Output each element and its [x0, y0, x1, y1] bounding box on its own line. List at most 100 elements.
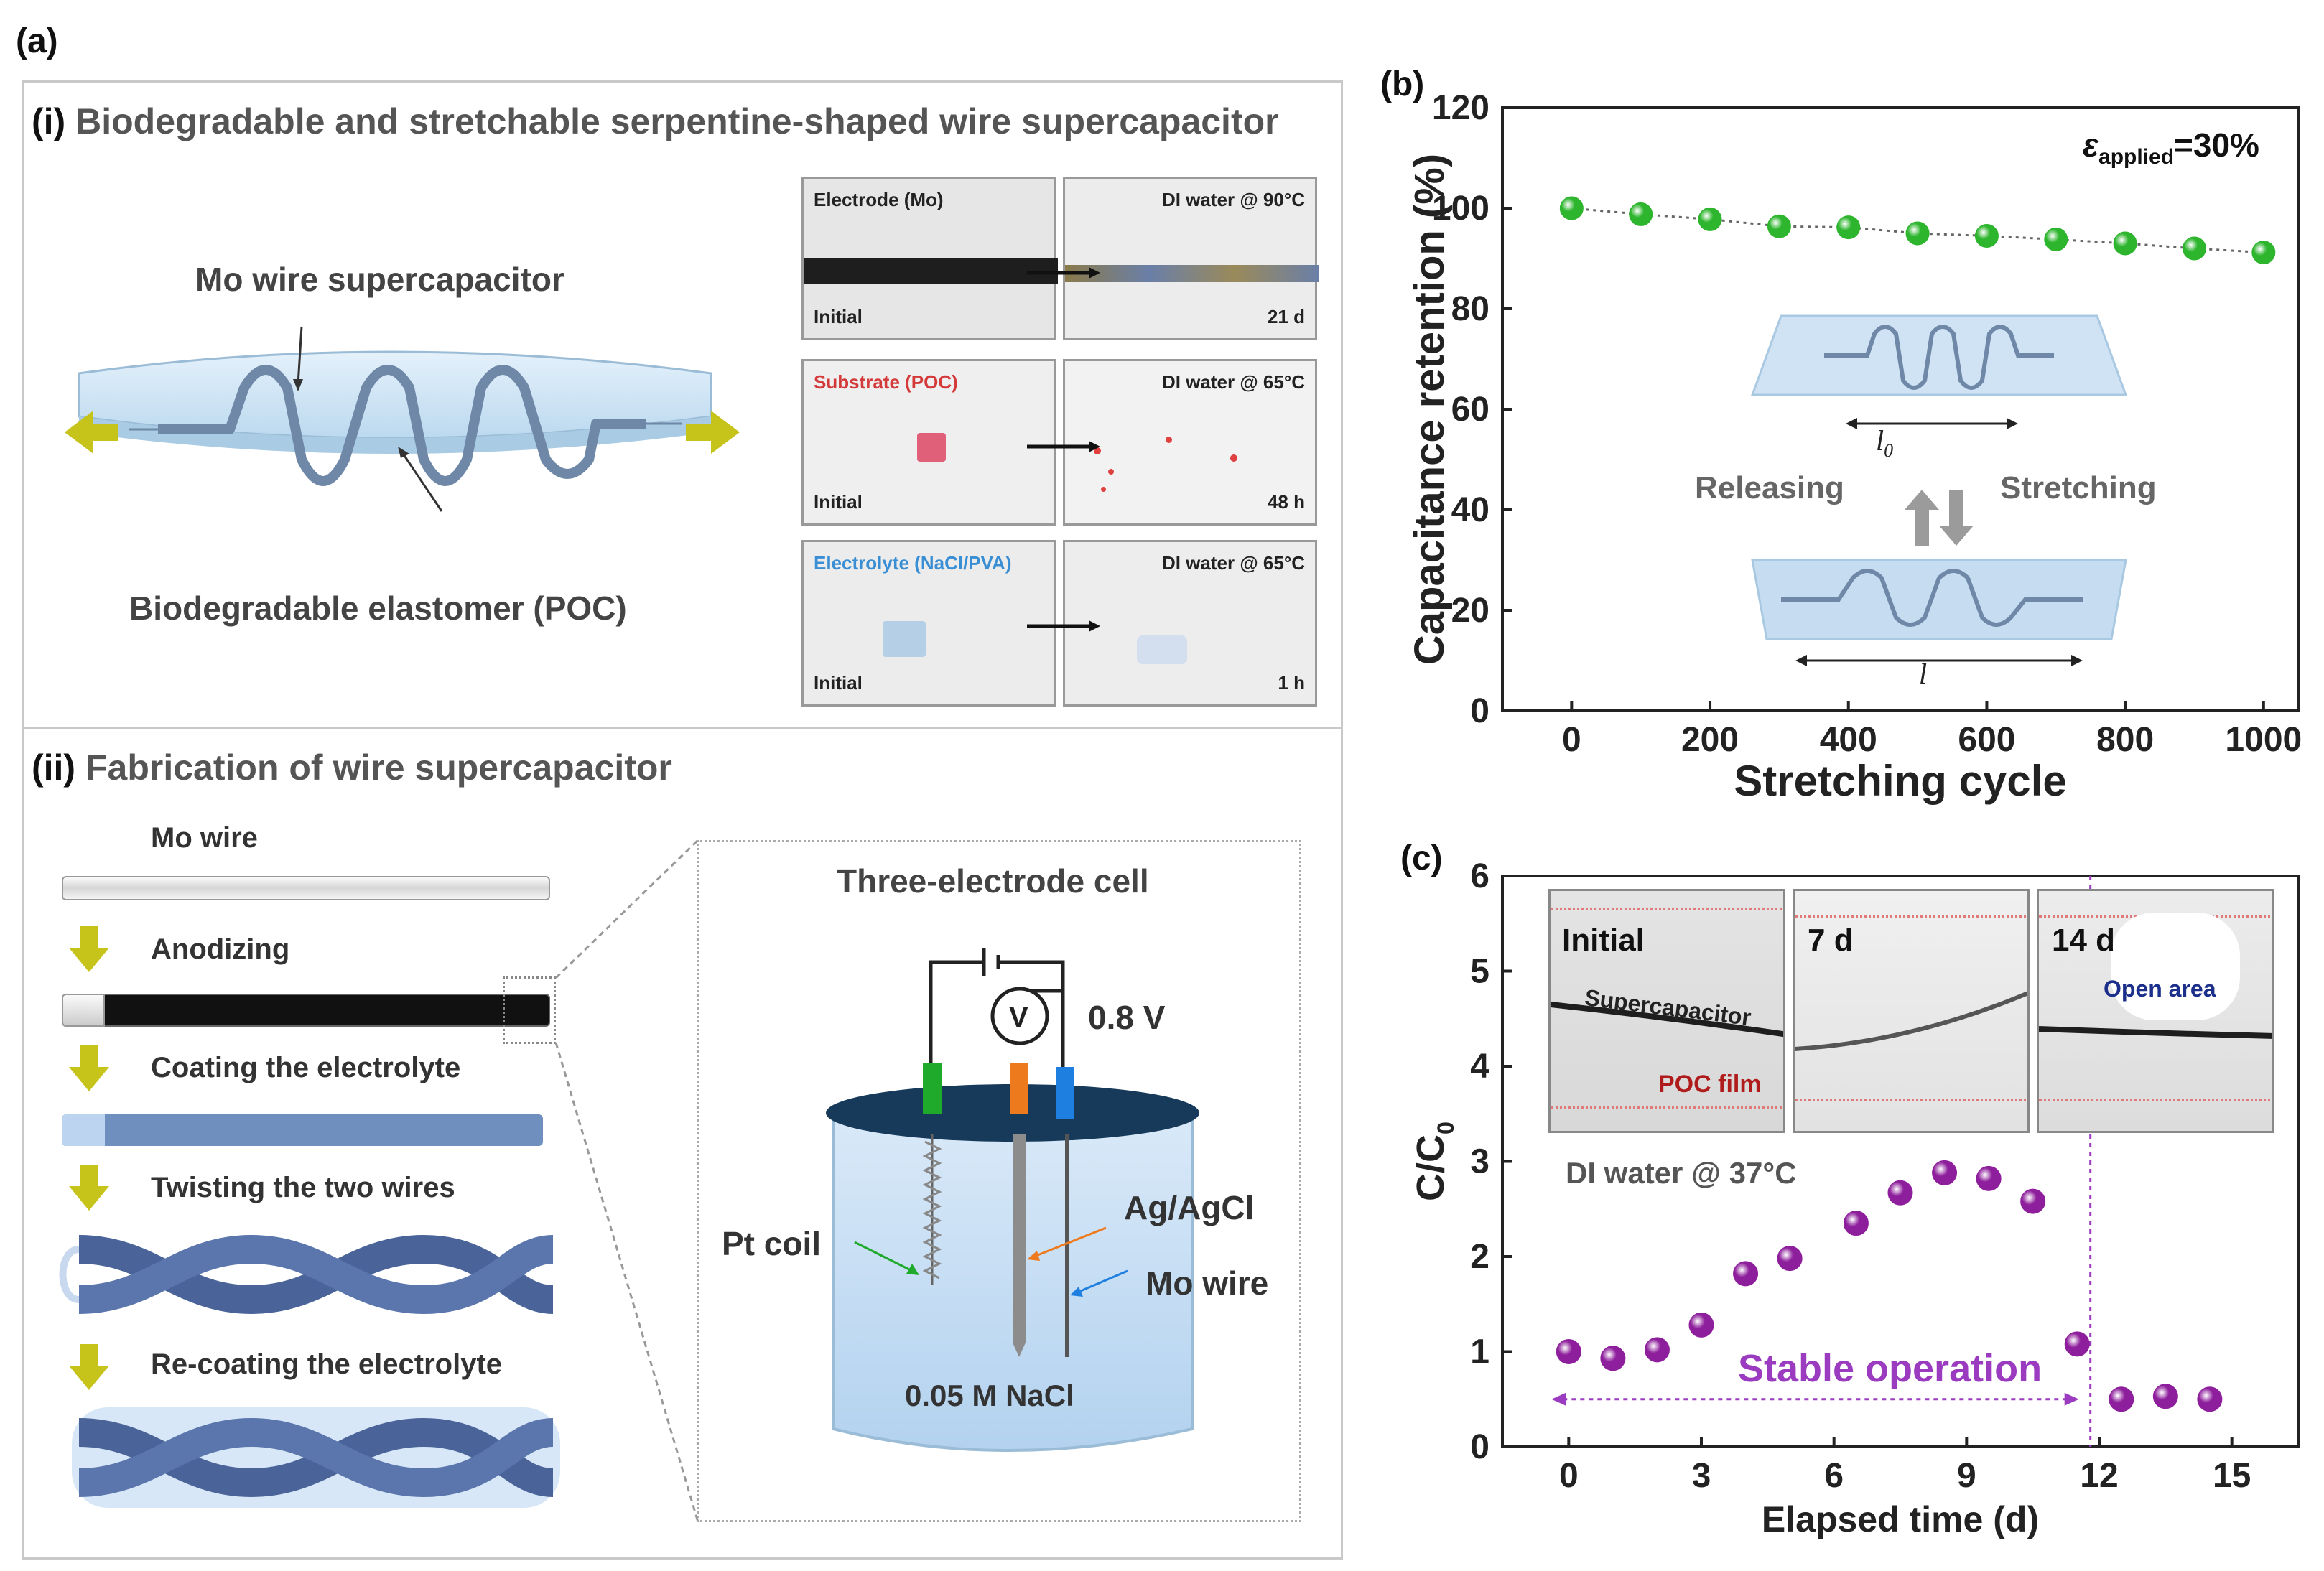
inset-label: POC film: [1658, 1071, 1762, 1098]
section-i-title: (i) Biodegradable and stretchable serpen…: [32, 101, 1279, 141]
step-label: Mo wire: [151, 822, 258, 854]
photo-label: Electrolyte (NaCl/PVA): [814, 552, 1012, 574]
pt-coil-label: Pt coil: [722, 1225, 822, 1262]
mo-connector: [1056, 1067, 1074, 1119]
cell-title: Three-electrode cell: [837, 862, 1149, 900]
panel-a-frame: [22, 80, 1343, 1560]
data-point: [2251, 241, 2276, 265]
l-label: l: [1919, 658, 1928, 690]
data-point: [1777, 1246, 1803, 1272]
data-point: [1629, 202, 1653, 226]
arrow-down-icon: [69, 1165, 109, 1211]
y-tick-label: 60: [1451, 391, 1489, 429]
photo-label: 21 d: [1267, 306, 1305, 327]
data-point: [2109, 1386, 2134, 1412]
x-tick-label: 12: [2080, 1457, 2118, 1495]
photo-label: Substrate (POC): [814, 371, 958, 393]
photo-electrolyte-after: DI water @ 65°C 1 h: [1063, 540, 1317, 707]
x-tick-label: 200: [1681, 721, 1739, 759]
y-axis-label: C/C0: [1409, 1122, 1459, 1201]
y-tick-label: 120: [1432, 89, 1489, 127]
mo-wire-label: Mo wire: [1145, 1264, 1269, 1302]
data-point: [2113, 231, 2137, 256]
photo-label: DI water @ 65°C: [1161, 552, 1305, 574]
anodized-wire-bar: [62, 994, 550, 1027]
panel-a-divider: [23, 727, 1342, 729]
data-point: [1559, 196, 1584, 220]
y-tick-label: 2: [1470, 1238, 1489, 1276]
photo-substrate-initial: Substrate (POC) Initial: [801, 359, 1056, 526]
data-point: [2197, 1386, 2223, 1412]
zoom-lines: [554, 839, 699, 1523]
step-label: Re-coating the electrolyte: [151, 1348, 503, 1380]
y-tick-label: 6: [1470, 857, 1489, 895]
arrow-right-icon: [1089, 441, 1100, 452]
agagcl-connector: [1010, 1063, 1028, 1114]
stretch-arrow-right-icon: [686, 411, 740, 454]
step-label: Anodizing: [151, 933, 290, 965]
data-point: [1733, 1261, 1759, 1287]
data-point: [1600, 1346, 1626, 1371]
arrow-right-icon: [1089, 267, 1100, 279]
panel-label-a: (a): [16, 22, 58, 60]
inset-title: 7 d: [1808, 923, 1854, 958]
data-point: [1887, 1180, 1913, 1206]
photo-arrows: [1027, 267, 1100, 632]
arrow-down-icon: [69, 1344, 109, 1390]
x-tick-label: 0: [1562, 721, 1581, 759]
photo-label: 1 h: [1278, 672, 1305, 694]
y-tick-label: 3: [1470, 1143, 1489, 1181]
stretching-label: Stretching: [2000, 470, 2157, 505]
agagcl-label: Ag/AgCl: [1124, 1189, 1255, 1226]
poc-sample: [917, 433, 946, 462]
arrow-left-icon: [1551, 1392, 1566, 1406]
y-axis-label-sub: 0: [1433, 1122, 1459, 1134]
photo-label: Electrode (Mo): [814, 189, 944, 210]
step-arrows: [69, 926, 109, 1390]
data-point: [1905, 221, 1930, 246]
arrow-down-icon: [69, 1045, 109, 1091]
panel-label-c: (c): [1400, 839, 1443, 877]
pt-connector: [923, 1063, 942, 1114]
data-point: [1836, 215, 1861, 240]
photo-label: 48 h: [1267, 491, 1305, 513]
data-point: [1698, 207, 1722, 231]
photo-electrolyte-initial: Electrolyte (NaCl/PVA) Initial: [801, 540, 1056, 707]
inset-7d: 7 d: [1793, 889, 2030, 1133]
y-tick-label: 20: [1451, 592, 1489, 630]
inset-initial: Initial Supercapacitor POC film: [1548, 889, 1785, 1133]
stretch-inset: [1750, 314, 2128, 666]
three-electrode-cell-box: [697, 840, 1301, 1522]
y-tick-label: 0: [1470, 1428, 1489, 1466]
x-tick-label: 9: [1957, 1457, 1976, 1495]
y-axis-label: Capacitance retention (%): [1408, 154, 1453, 665]
panel-label-b: (b): [1380, 65, 1425, 103]
recoated-wires-graphic: [72, 1407, 560, 1508]
data-point: [2182, 236, 2206, 261]
data-point: [1932, 1160, 1958, 1185]
releasing-label: Releasing: [1695, 470, 1844, 505]
inset-label: Open area: [2104, 976, 2216, 1002]
strain-annotation: εapplied=30%: [2083, 126, 2259, 169]
y-tick-label: 80: [1451, 290, 1489, 328]
x-tick-label: 400: [1820, 721, 1877, 759]
data-point: [1976, 1165, 2002, 1191]
arrow-down-icon: [69, 926, 109, 972]
arrow-right-icon: [2064, 1392, 2079, 1406]
inset-14d: 14 d Open area: [2037, 889, 2274, 1133]
stable-operation-label: Stable operation: [1738, 1347, 2042, 1390]
voltmeter-icon: [990, 987, 1049, 1045]
x-tick-label: 1000: [2225, 721, 2302, 759]
data-point: [1974, 224, 1999, 248]
data-point: [2044, 227, 2068, 251]
solution-label: 0.05 M NaCl: [905, 1379, 1074, 1412]
condition-label: DI water @ 37°C: [1566, 1156, 1797, 1190]
stretch-arrow-left-icon: [65, 411, 118, 454]
oxidized-wire-strip: [1065, 265, 1319, 282]
data-point: [1556, 1339, 1581, 1364]
arrow-right-icon: [1089, 620, 1100, 632]
y-tick-label: 5: [1470, 953, 1489, 991]
photo-electrode-after: DI water @ 90°C 21 d: [1063, 177, 1319, 340]
